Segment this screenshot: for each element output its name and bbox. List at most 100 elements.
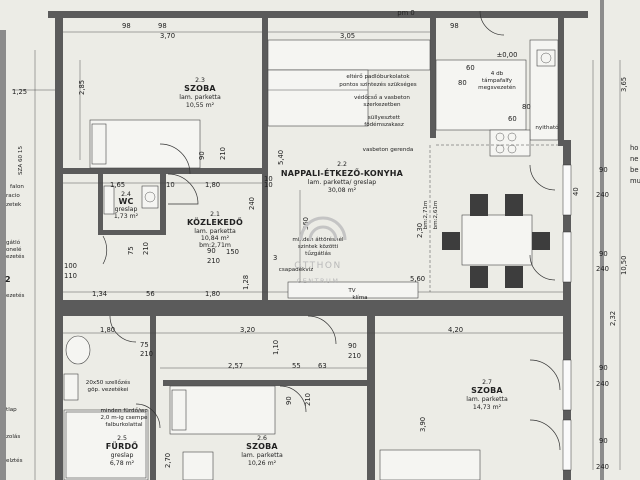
watermark-text: CENTRUM [297, 277, 340, 285]
note-text: ho [630, 144, 638, 152]
note-text: ezetés [6, 292, 24, 299]
room-floor: lam. parketta [179, 94, 221, 101]
room-szoba-27: 2.7 SZOBA lam. parketta 14,73 m² [466, 379, 508, 411]
wall-middle [63, 300, 563, 316]
dimension-text: 1,34 [92, 290, 107, 298]
room-name: FÜRDŐ [106, 441, 139, 451]
room-floor: lam. parketta/ greslap [308, 179, 376, 186]
wall-kozlekedo-right [262, 168, 268, 300]
dimension-text: 5,40 [277, 150, 285, 165]
room-floor: greslap [115, 206, 138, 213]
room-szoba-26: 2.6 SZOBA lam. parketta 10,26 m² [241, 435, 283, 467]
dimension-text: 3 [273, 254, 277, 262]
room-floor: lam. parketta [466, 396, 508, 403]
dimension-text: 100 [64, 262, 77, 270]
wall-kitchen [430, 18, 436, 138]
watermark-logo-arc [299, 216, 347, 241]
dimension-text: 1,80 [205, 290, 220, 298]
note-text: süllyesztett [368, 115, 401, 121]
wall-outer-right [600, 0, 604, 480]
notes: eltérő padlóburkolatok pontos szintezés … [5, 9, 640, 464]
dimension-text: 90 [207, 247, 216, 255]
room-name: WC [118, 197, 133, 206]
dimension-text: 3,70 [160, 32, 175, 40]
note-text: elztés [6, 457, 23, 464]
room-area: 10,84 m² [201, 235, 230, 242]
dimension-text: 240 [596, 191, 609, 199]
dimension-text: 3,05 [340, 32, 355, 40]
tv-unit [287, 281, 419, 299]
wall-wc-left [98, 174, 103, 234]
wall-szoba26-27 [367, 316, 375, 480]
dimension-text: 90 [198, 151, 206, 160]
level-label: 2 [5, 275, 11, 284]
wall-top [48, 11, 588, 18]
desk-szoba26 [182, 451, 214, 480]
room-number: 2.5 [117, 435, 127, 442]
dimension-text: 40 [572, 187, 580, 196]
dimension-text: 75 [140, 341, 149, 349]
dimension-text: 210 [219, 147, 227, 160]
note-text: falburkolattal [105, 422, 143, 428]
wall-wc-right [160, 174, 166, 234]
dimension-text: 240 [596, 265, 609, 273]
dining-table [442, 194, 550, 288]
dimension-text: 98 [450, 22, 459, 30]
note-text: födémszakasz [364, 121, 404, 128]
note-text: eltérő padlóburkolatok [346, 73, 410, 80]
room-area: 6,78 m² [110, 460, 135, 467]
room-area: 10,55 m² [186, 102, 215, 109]
wall-right [563, 140, 571, 480]
dimension-text: 90 [599, 364, 608, 372]
dimension-text: 98 [158, 22, 167, 30]
dimension-text: 55 [292, 362, 301, 370]
dimension-text: 210 [142, 242, 150, 255]
note-text: gátló [6, 239, 21, 246]
wall-szoba23-nappali [262, 18, 268, 168]
dimension-text: 5,60 [410, 275, 425, 283]
wall-stair [558, 11, 564, 146]
room-number: 2.3 [195, 77, 205, 84]
note-text: pm 0 [397, 9, 414, 17]
note-text: ezetés [6, 253, 24, 260]
note-text: csapadékvíz [279, 266, 313, 273]
note-text: minden fürdő/wc [100, 408, 147, 414]
room-name: SZOBA [471, 386, 503, 395]
dimension-text: 3,20 [240, 326, 255, 334]
dimension-text: 240 [596, 380, 609, 388]
note-text: ne [630, 155, 639, 163]
dimension-text: 1,65 [110, 181, 125, 189]
sofa [267, 69, 369, 127]
dimension-text: 210 [348, 352, 361, 360]
dimension-text: 2,85 [78, 80, 86, 95]
dimension-text: 2,57 [228, 362, 243, 370]
wc-toilet [103, 185, 115, 215]
watermark-text: OTTHON [294, 261, 342, 271]
room-floor: lam. parketta [241, 452, 283, 459]
note-text: SZA 60 15 [18, 146, 24, 175]
dimension-text: 56 [146, 290, 155, 298]
dimension-text: 110 [64, 272, 77, 280]
dimension-text: 240 [596, 463, 609, 471]
note-text: pontos szintezés szükséges [339, 81, 416, 88]
bed-szoba26 [169, 385, 276, 435]
room-area: 1,73 m² [114, 213, 139, 220]
note-text: 20x50 szellőzés [86, 379, 131, 386]
dimension-text: 1,28 [242, 275, 250, 290]
dimension-text: 90 [599, 437, 608, 445]
room-area: 14,73 m² [473, 404, 502, 411]
bath-sink [65, 335, 91, 365]
bed-szoba27 [379, 449, 481, 480]
dimension-text: 2,70 [164, 453, 172, 468]
wall-furdo-right [150, 316, 156, 480]
note-text: onelé [6, 246, 22, 253]
note-text: megsvezetén [478, 84, 516, 91]
note-text: zolás [6, 433, 20, 440]
kitchen-counter [267, 39, 559, 292]
room-name: KÖZLEKEDŐ [187, 217, 243, 227]
room-height: bm:2,71m [199, 242, 231, 249]
dimension-text: 90 [285, 396, 293, 405]
dimension-text: 90 [599, 250, 608, 258]
note-text: 2,0 m-ig csempe [101, 415, 148, 421]
windows-right [562, 164, 572, 471]
